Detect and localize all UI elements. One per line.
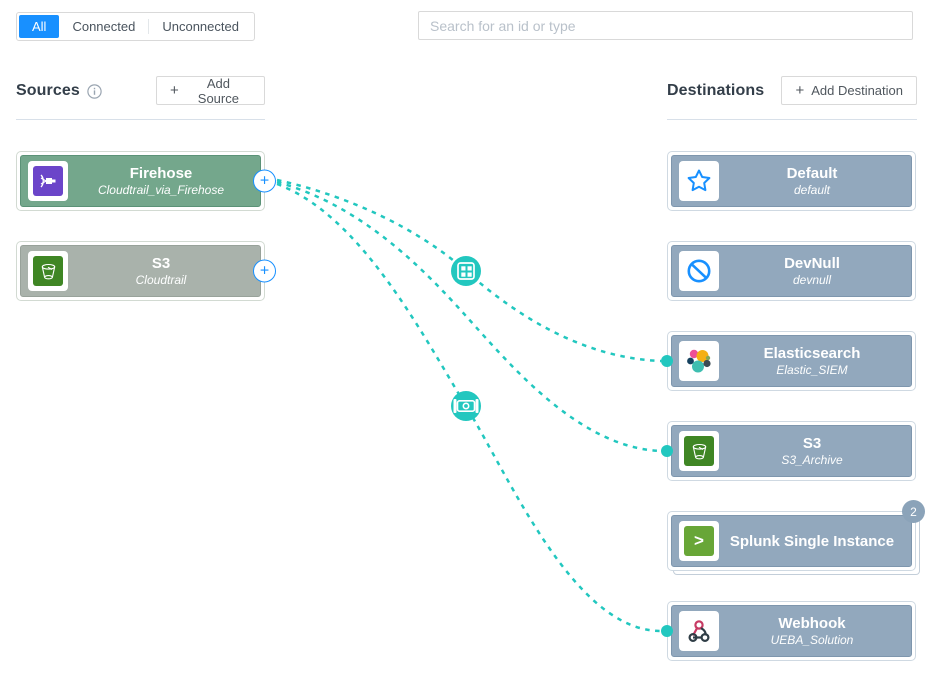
search-input[interactable] bbox=[418, 11, 913, 40]
block-icon bbox=[679, 251, 719, 291]
card-title: Default bbox=[786, 165, 838, 182]
info-icon[interactable] bbox=[87, 83, 102, 99]
elasticsearch-icon bbox=[679, 341, 719, 381]
sources-header: Sources bbox=[16, 82, 102, 100]
card-subtitle: devnull bbox=[792, 273, 832, 287]
destinations-column: Destinations + Add Destination Default d… bbox=[661, 0, 925, 677]
connect-plus-button[interactable]: + bbox=[253, 259, 276, 283]
sources-column: Sources + Add Source bbox=[16, 0, 276, 677]
add-source-button[interactable]: + Add Source bbox=[156, 75, 265, 106]
connection-endpoint-dot bbox=[661, 625, 673, 637]
connection-endpoint-dot bbox=[661, 445, 673, 457]
s3-bucket-icon bbox=[679, 431, 719, 471]
destinations-divider bbox=[667, 119, 917, 120]
card-title: DevNull bbox=[784, 255, 840, 272]
tab-divider bbox=[148, 19, 150, 34]
plus-icon: + bbox=[795, 82, 805, 99]
source-card-s3[interactable]: S3 Cloudtrail + bbox=[16, 241, 276, 301]
pack-grid-icon[interactable] bbox=[451, 256, 481, 286]
add-destination-button[interactable]: + Add Destination bbox=[781, 76, 917, 105]
card-title: S3 bbox=[802, 435, 822, 452]
card-title: Splunk Single Instance bbox=[729, 532, 895, 550]
connection-filter-tabs: All Connected Unconnected bbox=[16, 12, 255, 41]
card-subtitle: Elastic_SIEM bbox=[776, 363, 848, 377]
card-subtitle: S3_Archive bbox=[781, 453, 843, 467]
card-subtitle: Cloudtrail bbox=[135, 273, 187, 287]
sources-title: Sources bbox=[16, 82, 80, 99]
destination-card-webhook[interactable]: Webhook UEBA_Solution bbox=[661, 601, 916, 661]
filter-tab-all[interactable]: All bbox=[19, 15, 60, 38]
add-destination-label: Add Destination bbox=[811, 83, 903, 98]
sources-divider bbox=[16, 119, 265, 120]
card-subtitle: default bbox=[793, 183, 831, 197]
destinations-title: Destinations bbox=[667, 82, 765, 99]
connect-plus-button[interactable]: + bbox=[253, 169, 276, 193]
splunk-icon: > bbox=[679, 521, 719, 561]
card-title: Elasticsearch bbox=[763, 345, 861, 362]
destination-card-default[interactable]: Default default bbox=[667, 151, 916, 211]
card-title: Firehose bbox=[129, 165, 193, 182]
add-source-label: Add Source bbox=[197, 75, 239, 106]
pipeline-icon[interactable] bbox=[451, 391, 481, 421]
s3-bucket-icon bbox=[28, 251, 68, 291]
filter-tab-unconnected[interactable]: Unconnected bbox=[149, 15, 252, 38]
card-title: Webhook bbox=[778, 615, 846, 632]
connection-endpoint-dot bbox=[661, 355, 673, 367]
card-title: S3 bbox=[151, 255, 171, 272]
destination-card-splunk[interactable]: 2 > Splunk Single Instance bbox=[667, 500, 925, 571]
firehose-icon bbox=[28, 161, 68, 201]
filter-tab-connected[interactable]: Connected bbox=[59, 15, 148, 38]
plus-icon: + bbox=[170, 82, 179, 99]
destination-card-elasticsearch[interactable]: Elasticsearch Elastic_SIEM bbox=[661, 331, 916, 391]
group-count-badge: 2 bbox=[902, 500, 925, 523]
card-subtitle: Cloudtrail_via_Firehose bbox=[97, 183, 225, 197]
star-icon bbox=[679, 161, 719, 201]
destinations-header: Destinations bbox=[667, 82, 764, 100]
destination-card-s3[interactable]: S3 S3_Archive bbox=[661, 421, 916, 481]
card-subtitle: UEBA_Solution bbox=[770, 633, 854, 647]
webhook-icon bbox=[679, 611, 719, 651]
destination-card-devnull[interactable]: DevNull devnull bbox=[667, 241, 916, 301]
source-card-firehose[interactable]: Firehose Cloudtrail_via_Firehose + bbox=[16, 151, 276, 211]
